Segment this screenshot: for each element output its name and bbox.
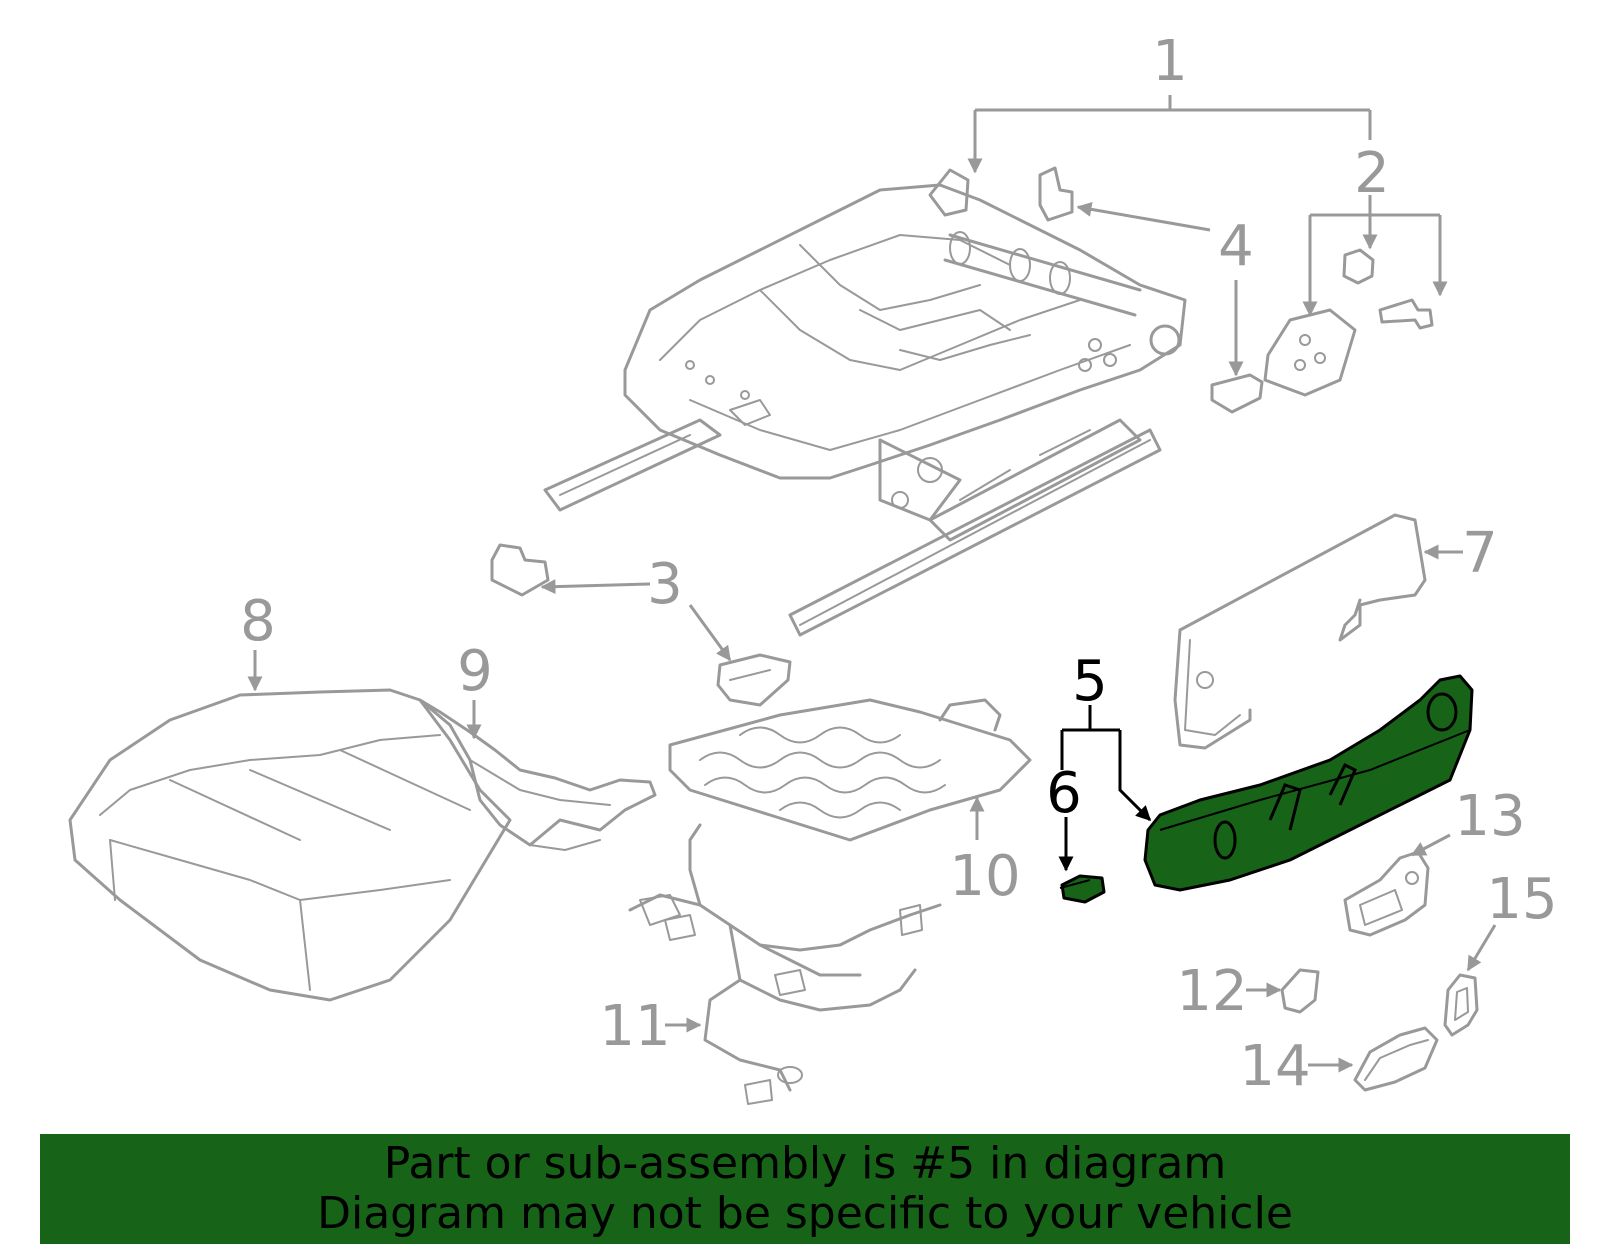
callout-12: 12 xyxy=(1176,959,1247,1024)
part-6-clip xyxy=(1059,874,1106,904)
part-15-knob xyxy=(1443,973,1479,1037)
callout-9: 9 xyxy=(457,639,493,704)
part-13-switch xyxy=(1343,850,1430,937)
part-14-knob xyxy=(1353,1026,1439,1092)
part-4-bracket-lower xyxy=(1210,373,1264,414)
callout-14: 14 xyxy=(1239,1034,1310,1099)
callout-labels: 1 2 3 4 5 6 7 8 9 10 11 12 13 14 15 xyxy=(240,29,1557,1099)
footer-banner: Part or sub-assembly is #5 in diagram Di… xyxy=(40,1134,1570,1244)
callout-2: 2 xyxy=(1354,141,1390,206)
part-3-bracket-lower xyxy=(716,653,792,707)
callout-11: 11 xyxy=(599,994,670,1059)
part-9-cushion-cover xyxy=(418,698,657,851)
leader-lines xyxy=(247,95,1497,1073)
part-3-bracket-upper xyxy=(490,543,550,597)
part-4-bracket-upper xyxy=(1038,166,1074,222)
callout-5: 5 xyxy=(1072,649,1108,714)
callout-4: 4 xyxy=(1218,214,1254,279)
part-11-wiring-harness xyxy=(628,823,942,1105)
part-1-seat-frame xyxy=(543,168,1187,637)
callout-8: 8 xyxy=(240,589,276,654)
callout-1: 1 xyxy=(1152,29,1188,94)
footer-line-part-info: Part or sub-assembly is #5 in diagram xyxy=(383,1138,1227,1189)
callout-3: 3 xyxy=(647,552,683,617)
callout-13: 13 xyxy=(1454,784,1525,849)
callout-10: 10 xyxy=(949,844,1020,909)
part-2-recliner-bracket xyxy=(1263,248,1434,397)
part-7-frame-wire xyxy=(1173,513,1427,750)
part-8-cushion-pad xyxy=(68,688,512,1002)
callout-6: 6 xyxy=(1046,761,1082,826)
callout-15: 15 xyxy=(1486,867,1557,932)
callout-7: 7 xyxy=(1462,521,1498,586)
part-12-cover xyxy=(1280,968,1320,1014)
footer-line-disclaimer: Diagram may not be specific to your vehi… xyxy=(317,1188,1293,1239)
part-5-side-shield xyxy=(1143,674,1474,892)
part-10-heater-mat xyxy=(668,698,1032,842)
